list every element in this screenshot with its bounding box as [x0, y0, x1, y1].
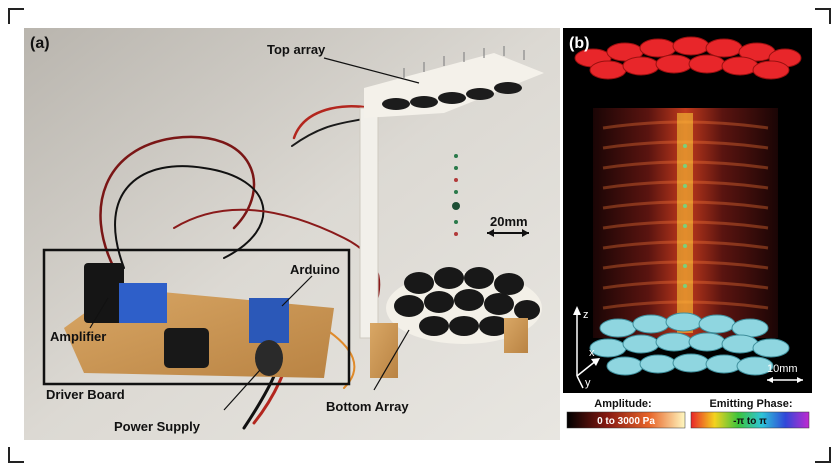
axis-x-label: x: [589, 347, 595, 359]
phase-legend-title: Emitting Phase:: [709, 398, 792, 410]
top-transducers: [574, 36, 802, 80]
label-bottom-array: Bottom Array: [326, 399, 409, 414]
top-array-transducers: [382, 82, 522, 110]
amplitude-legend-title: Amplitude:: [594, 398, 651, 410]
wooden-leg: [370, 323, 398, 378]
levitator-pillar: [359, 107, 379, 339]
bottom-array-transducers: [394, 267, 540, 336]
panel-a-photo: (a) Top array Arduino Amplifier Driver B…: [24, 28, 560, 440]
field-hot-core: [677, 113, 693, 333]
frame-corner: [815, 8, 831, 24]
power-jack: [164, 328, 209, 368]
amplifier-module: [84, 263, 124, 323]
figure-frame: [8, 8, 831, 463]
phase-colorbar: [690, 411, 810, 429]
panel-label-b: (b): [569, 35, 589, 52]
axis-y-label: y: [585, 377, 591, 389]
label-power-supply: Power Supply: [114, 419, 201, 434]
frame-corner: [815, 447, 831, 463]
scale-label-a: 20mm: [490, 214, 528, 229]
panel-label-a: (a): [30, 35, 50, 52]
driver-board-box: [42, 248, 351, 386]
frame-corner: [8, 8, 24, 24]
axes-triad: [573, 306, 600, 389]
scale-bar-a: [487, 229, 529, 237]
frame-corner: [8, 447, 24, 463]
amplifier-board: [119, 283, 167, 323]
scale-bar-b: [767, 377, 803, 383]
power-plug: [255, 340, 283, 376]
top-array-mount: [364, 53, 544, 118]
leader-lines: [89, 57, 420, 411]
top-array-pins: [403, 46, 525, 78]
label-arduino: Arduino: [290, 262, 340, 277]
trap-nodes: [683, 144, 687, 288]
levitated-particles: [452, 154, 460, 236]
scale-label-b: 10mm: [767, 363, 798, 375]
wooden-leg: [504, 318, 528, 353]
label-top-array: Top array: [267, 42, 326, 57]
panel-b-simulation: z x y 10mm (b) Amplitude: 0 to 3000 Pa E…: [563, 28, 812, 440]
bottom-transducers: [589, 312, 790, 376]
label-amplifier: Amplifier: [50, 329, 106, 344]
amplitude-range: 0 to 3000 Pa: [597, 416, 655, 427]
axis-z-label: z: [583, 309, 589, 321]
label-driver-board: Driver Board: [46, 387, 125, 402]
phase-range: -π to π: [733, 416, 767, 427]
amplitude-colorbar: [566, 411, 686, 429]
